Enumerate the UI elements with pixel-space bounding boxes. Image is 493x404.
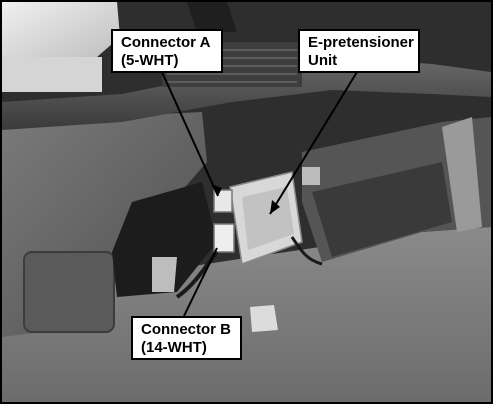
carpet	[2, 227, 491, 402]
callout-connector-a-spec: (5-WHT)	[121, 52, 179, 69]
panel-recess	[23, 251, 115, 333]
connector-b	[213, 223, 235, 253]
arrowhead-e	[270, 200, 280, 214]
arrowhead-a	[211, 184, 222, 196]
callout-e-pretensioner: E-pretensioner Unit	[298, 29, 420, 73]
callout-connector-b-spec: (14-WHT)	[141, 339, 207, 356]
callout-e-pretensioner-sub: Unit	[308, 52, 338, 69]
floor-bracket	[152, 257, 177, 292]
leader-connector-b	[183, 247, 218, 317]
callout-connector-b-title: Connector B	[141, 321, 231, 338]
seat-cushion	[2, 2, 120, 62]
e-pretensioner-unit	[229, 167, 320, 266]
bracket	[442, 117, 482, 232]
carpet-tag	[250, 305, 278, 332]
callout-connector-b: Connector B (14-WHT)	[131, 316, 242, 360]
callout-e-pretensioner-title: E-pretensioner	[308, 34, 414, 51]
leader-connector-a	[161, 71, 219, 197]
insulation	[112, 182, 217, 297]
seat-side	[2, 57, 102, 92]
leader-e-pretensioner	[269, 71, 358, 215]
shift-boot	[187, 2, 237, 32]
callout-connector-a-title: Connector A	[121, 34, 211, 51]
console-duct	[312, 162, 452, 257]
console-trim	[2, 57, 491, 130]
wire-harness-2	[290, 236, 323, 266]
leader-lines	[161, 71, 358, 317]
callout-connector-a: Connector A (5-WHT)	[111, 29, 223, 73]
